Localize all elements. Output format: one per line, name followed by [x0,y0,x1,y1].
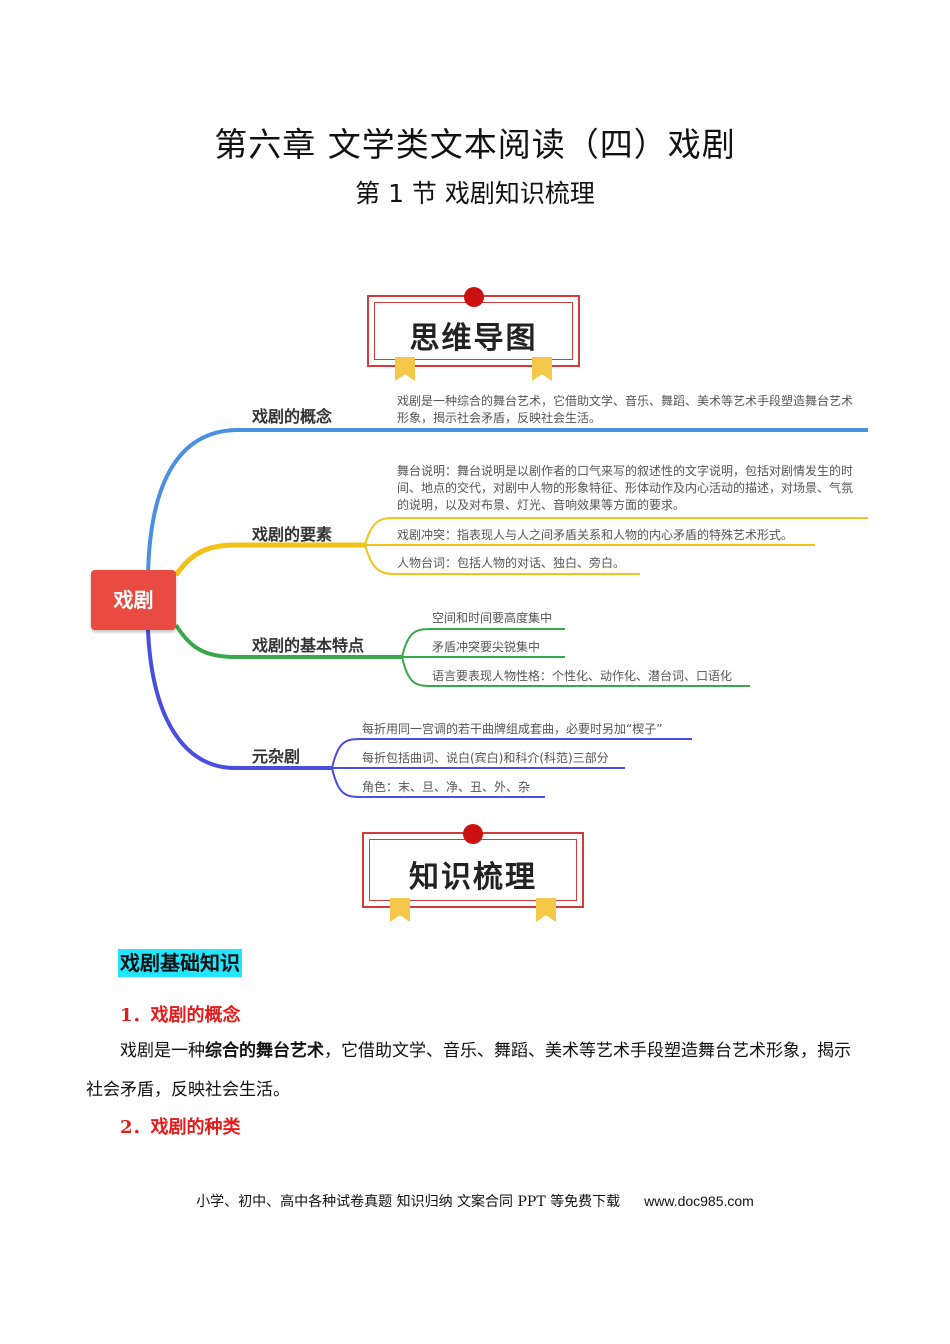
leaf-three-parts: 每折包括曲词、说白(宾白)和科介(科范)三部分 [362,751,609,765]
leaf-concept: 戏剧是一种综合的舞台艺术，它借助文学、音乐、舞蹈、美术等艺术手段塑造舞台艺术形象… [397,394,854,425]
mindmap-banner-label: 思维导图 [409,321,538,356]
footer-url[interactable]: www.doc985.com [644,1193,754,1209]
connector-features-leaf3 [401,656,750,687]
connector-yuanzaju-leaf1 [331,738,692,769]
banner-dot-icon [463,287,484,307]
mindmap-root: 戏剧 [91,570,176,630]
leaf-conflict: 戏剧冲突：指表现人与人之间矛盾关系和人物的内心矛盾的特殊艺术形式。 [397,528,794,542]
leaf-suite: 每折用同一宫调的若干曲牌组成套曲，必要时另加“楔子” [362,722,663,736]
branch-yuanzaju: 元杂剧 [252,747,301,766]
footer-text: 小学、初中、高中各种试卷真题 知识归纳 文案合同 PPT 等免费下载 [196,1194,621,1210]
chapter-title: 第六章 文学类文本阅读（四）戏剧 [214,125,736,164]
leaf-stage-directions: 舞台说明：舞台说明是以剧作者的口气来写的叙述性的文字说明，包括对剧情发生的时间、… [397,464,854,512]
connector-elements-leaf1 [364,517,868,546]
branch-concept: 戏剧的概念 [252,407,333,426]
banner-frame [367,295,580,367]
connector-concept [146,428,868,576]
leaf-space-time: 空间和时间要高度集中 [432,611,553,625]
leaf-lines: 人物台词：包括人物的对话、独白、旁白。 [397,556,626,570]
section-1-paragraph: 戏剧是一种综合的舞台艺术，它借助文学、音乐、舞蹈、美术等艺术手段塑造舞台艺术形象… [86,1041,851,1100]
branch-elements: 戏剧的要素 [252,525,333,544]
connector-yuanzaju-leaf3 [331,767,545,798]
knowledge-banner-label: 知识梳理 [409,860,537,895]
leaf-roles: 角色：末、旦、净、丑、外、杂 [362,780,531,794]
ribbon-left-icon [390,898,410,922]
leaf-language: 语言要表现人物性格：个性化、动作化、潜台词、口语化 [432,669,733,683]
mindmap-banner: 思维导图 [367,287,580,381]
section-2-title: 2．戏剧的种类 [120,1117,241,1138]
ribbon-left-icon [395,357,415,381]
ribbon-right-icon [536,898,556,922]
leaf-sharp-conflict: 矛盾冲突要尖锐集中 [432,640,541,654]
section-1-title: 1．戏剧的概念 [120,1005,241,1026]
banner-dot-icon [463,824,483,844]
knowledge-banner: 知识梳理 [362,824,584,922]
connector-elements-leaf3 [364,544,640,575]
section-title: 第 1 节 戏剧知识梳理 [355,179,595,208]
ribbon-right-icon [532,357,552,381]
connector-features [174,623,402,659]
knowledge-heading: 戏剧基础知识 [118,949,242,977]
footer: 小学、初中、高中各种试卷真题 知识归纳 文案合同 PPT 等免费下载 www.do… [0,1191,950,1211]
bold-term: 综合的舞台艺术 [205,1041,324,1061]
banner-frame [362,832,584,908]
branch-features: 戏剧的基本特点 [252,636,365,655]
connector-elements [173,542,365,577]
connector-features-leaf1 [401,628,565,658]
connector-yuanzaju [146,629,332,770]
